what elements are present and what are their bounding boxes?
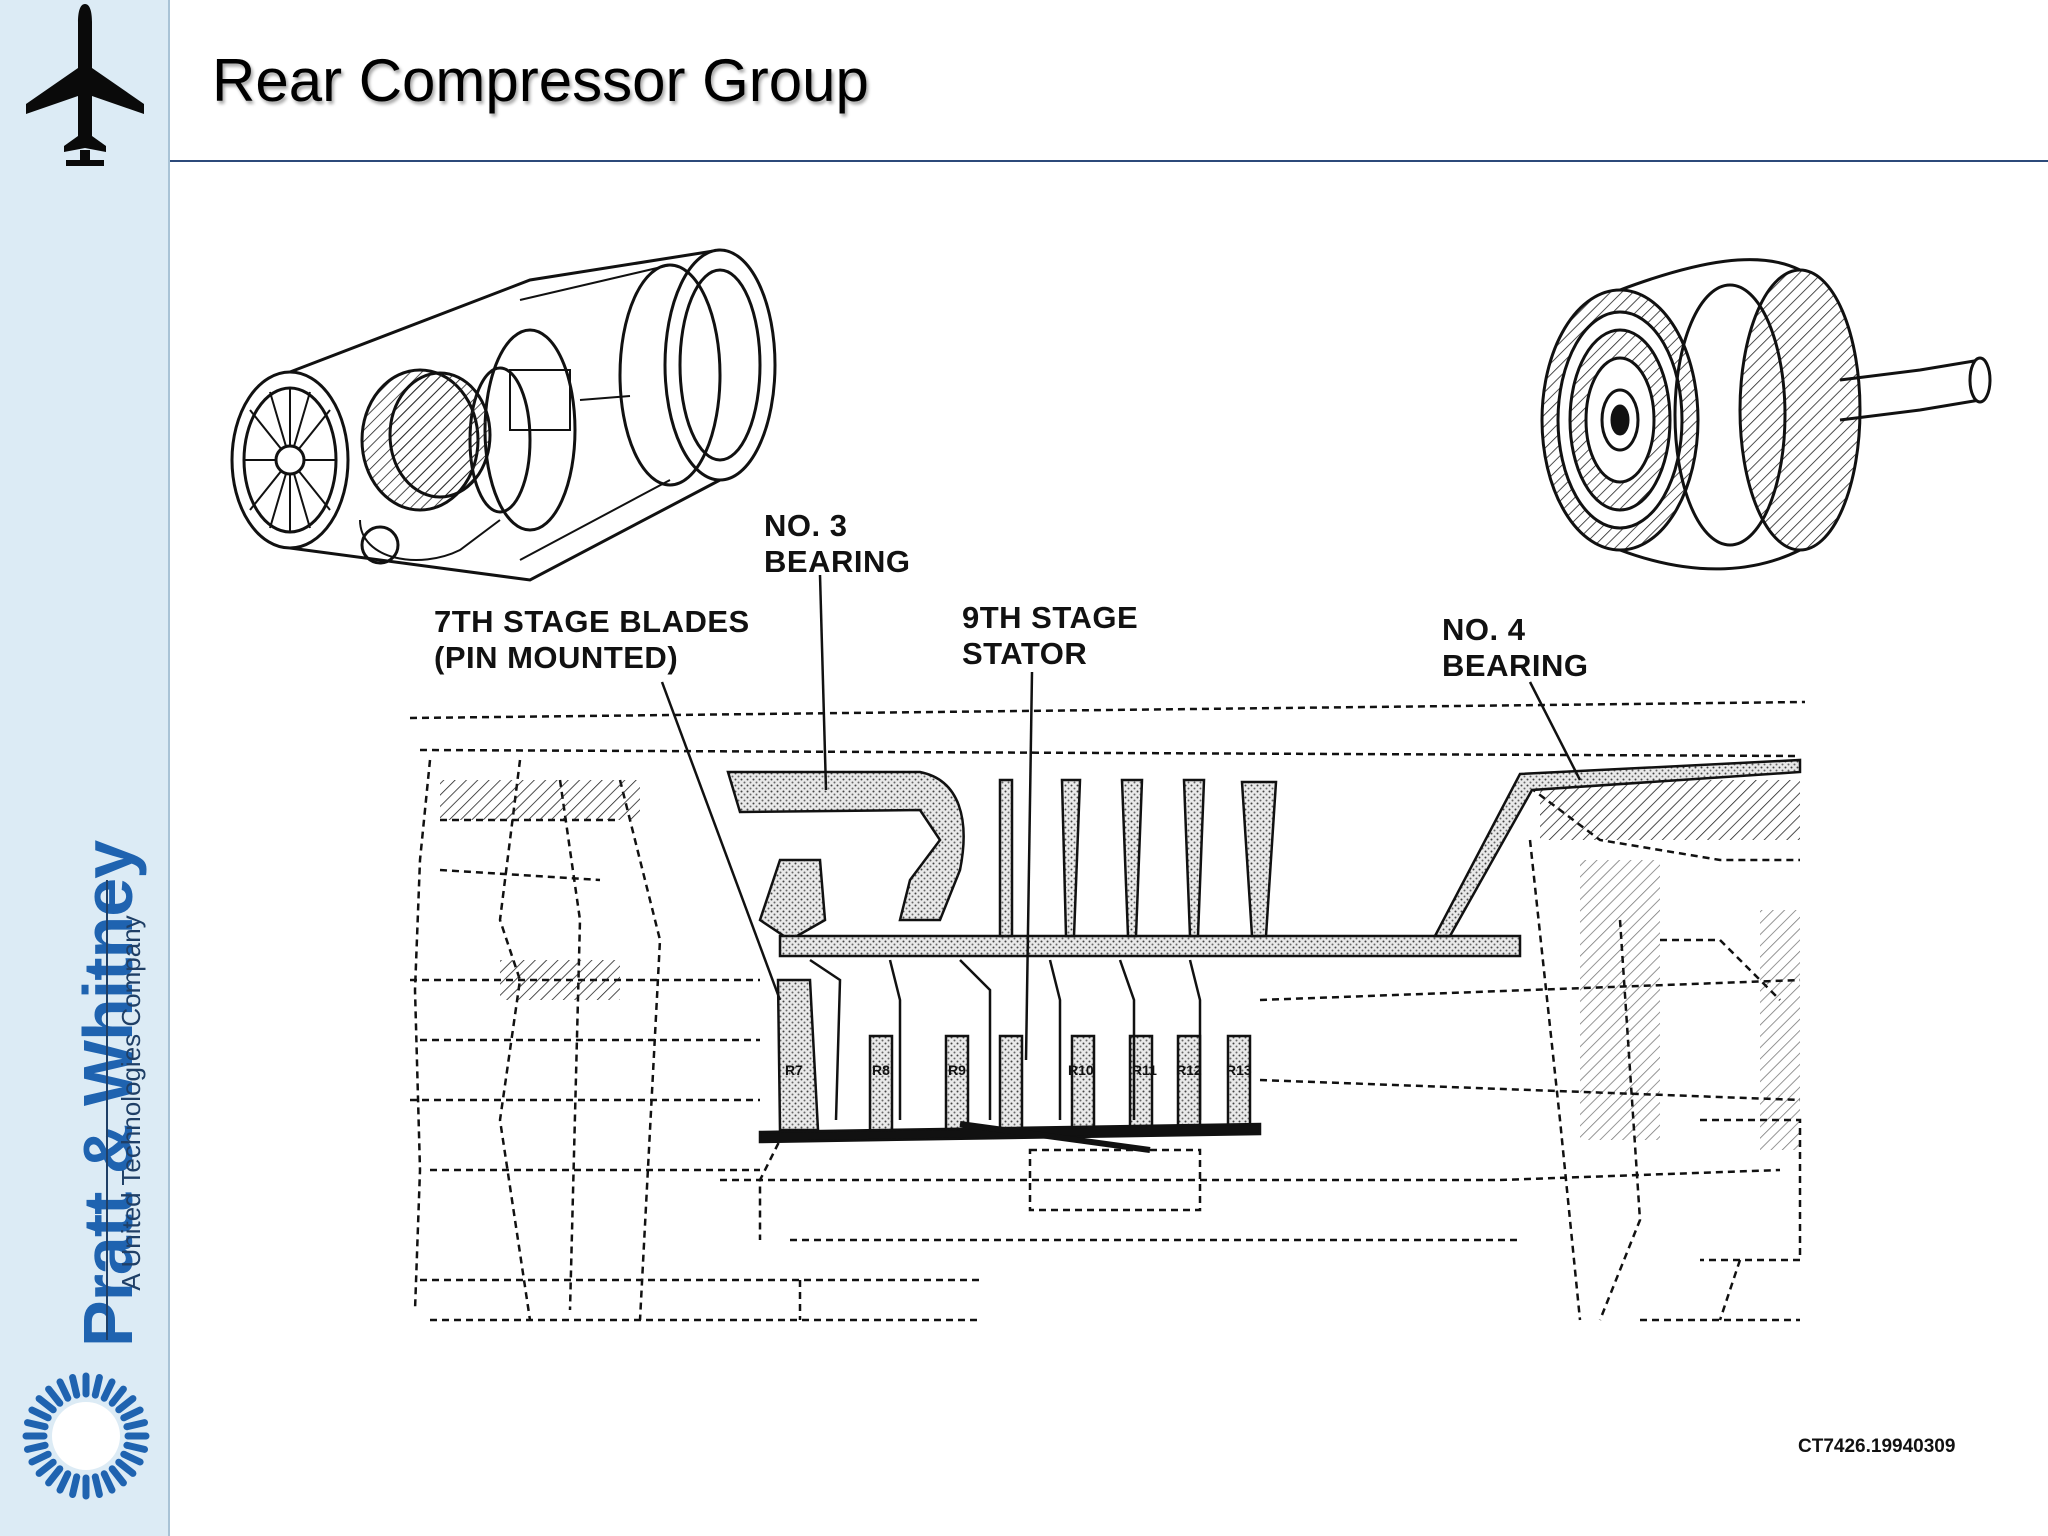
leader-lines <box>660 574 1582 1061</box>
rotor-stage-labels: R7 R8 R9 R10 R11 R12 R13 <box>785 1062 1252 1078</box>
rotor-label-r9: R9 <box>948 1062 966 1078</box>
logo-ray <box>115 1458 137 1477</box>
logo-ray <box>108 1465 127 1487</box>
logo-ray <box>28 1450 52 1466</box>
compressor-stages <box>726 758 1802 1153</box>
rotor-label-r13: R13 <box>1226 1062 1252 1078</box>
rear-compressor-diagram: R7 R8 R9 R10 R11 R12 R13 <box>230 248 1992 1322</box>
logo-ray <box>123 1419 148 1431</box>
logo-ray <box>120 1450 144 1466</box>
figure-reference: CT7426.19940309 <box>1798 1436 1956 1457</box>
sidebar: Pratt & Whitney A United Technologies Co… <box>0 0 170 1536</box>
cross-section-hatching <box>440 780 1800 1150</box>
pratt-whitney-eagle-logo <box>22 1372 150 1500</box>
title-divider <box>170 160 2048 162</box>
brand-divider <box>106 880 108 1340</box>
rotor-label-r10: R10 <box>1068 1062 1094 1078</box>
page-title: Rear Compressor Group <box>212 47 869 114</box>
rotor-label-r11: R11 <box>1132 1062 1157 1078</box>
logo-ray <box>45 1385 64 1407</box>
logo-ray <box>91 1473 103 1498</box>
airplane-icon <box>26 4 144 166</box>
logo-ray <box>28 1406 52 1422</box>
logo-ray <box>123 1441 148 1453</box>
logo-ray <box>35 1458 57 1477</box>
rotor-assembly-sketch <box>1540 258 1992 571</box>
logo-ray <box>56 1470 72 1494</box>
logo-ray <box>91 1374 103 1399</box>
logo-ray <box>24 1419 49 1431</box>
logo-ray <box>100 1378 116 1402</box>
logo-ray <box>69 1374 81 1399</box>
brand-block: Pratt & Whitney A United Technologies Co… <box>28 841 148 1347</box>
logo-ray <box>69 1473 81 1498</box>
rotor-label-r7: R7 <box>785 1062 803 1078</box>
logo-ray <box>24 1441 49 1453</box>
callout-7th-stage-blades: 7TH STAGE BLADES(PIN MOUNTED) <box>434 604 750 675</box>
logo-ray <box>120 1406 144 1422</box>
logo-ray <box>56 1378 72 1402</box>
brand-tagline: A United Technologies Company <box>116 915 146 1291</box>
rotor-label-r12: R12 <box>1176 1062 1202 1078</box>
rotor-label-r8: R8 <box>872 1062 890 1078</box>
logo-ray <box>45 1465 64 1487</box>
logo-ray <box>115 1395 137 1414</box>
logo-ray <box>35 1395 57 1414</box>
logo-ray <box>108 1385 127 1407</box>
engine-assembly-sketch <box>230 248 777 582</box>
logo-ray <box>100 1470 116 1494</box>
